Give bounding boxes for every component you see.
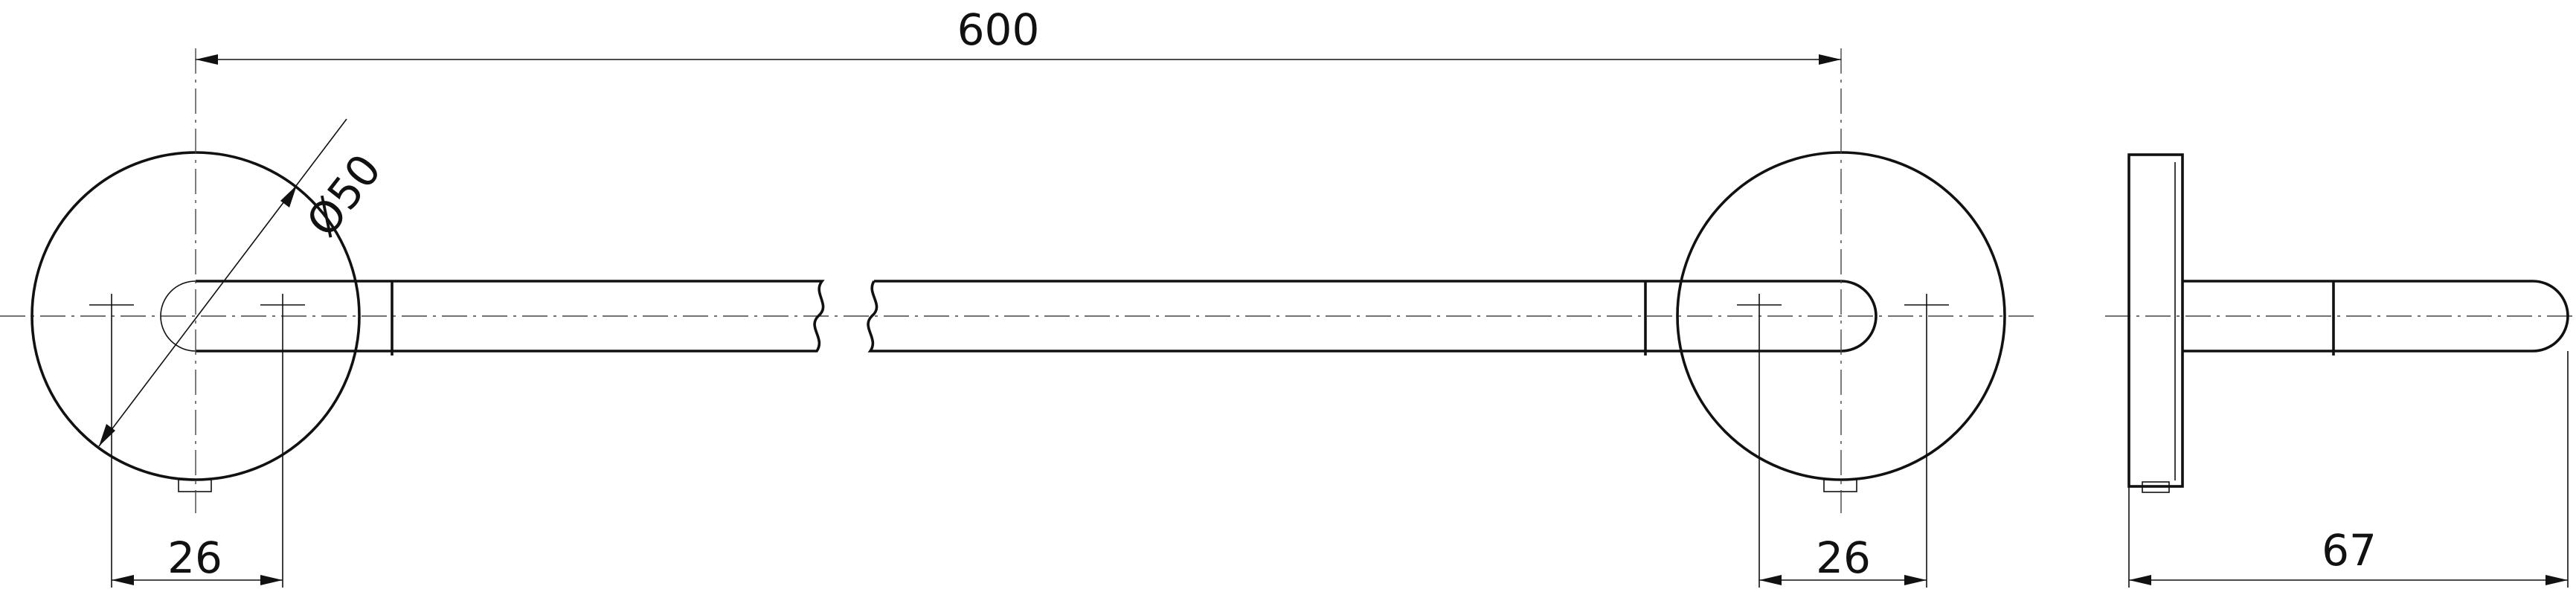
left-set-screw bbox=[178, 479, 212, 492]
towel-bar-right-segment bbox=[867, 280, 1878, 353]
dimension-600: 600 bbox=[196, 4, 1841, 65]
dimension-67: 67 bbox=[2128, 351, 2569, 588]
side-set-screw bbox=[2142, 481, 2170, 493]
right-screw-marks bbox=[1737, 294, 1949, 338]
towel-bar-left-segment bbox=[196, 280, 825, 353]
side-bar-profile bbox=[2182, 280, 2569, 353]
dimension-67-label: 67 bbox=[2322, 525, 2377, 576]
right-set-screw bbox=[1823, 479, 1857, 492]
dimension-right-26: 26 bbox=[1758, 338, 1927, 588]
front-view: 600 Ø50 26 26 bbox=[0, 4, 2038, 588]
dimension-left-26-label: 26 bbox=[167, 533, 222, 583]
side-view: 67 bbox=[2105, 153, 2576, 588]
dimension-diameter: Ø50 bbox=[98, 118, 391, 447]
left-screw-marks bbox=[89, 294, 305, 338]
dimension-right-26-label: 26 bbox=[1816, 533, 1871, 583]
side-wall-plate bbox=[2127, 153, 2184, 488]
dimension-diameter-label: Ø50 bbox=[297, 145, 391, 246]
dimension-left-26: 26 bbox=[111, 338, 283, 588]
dimension-600-label: 600 bbox=[957, 4, 1040, 55]
